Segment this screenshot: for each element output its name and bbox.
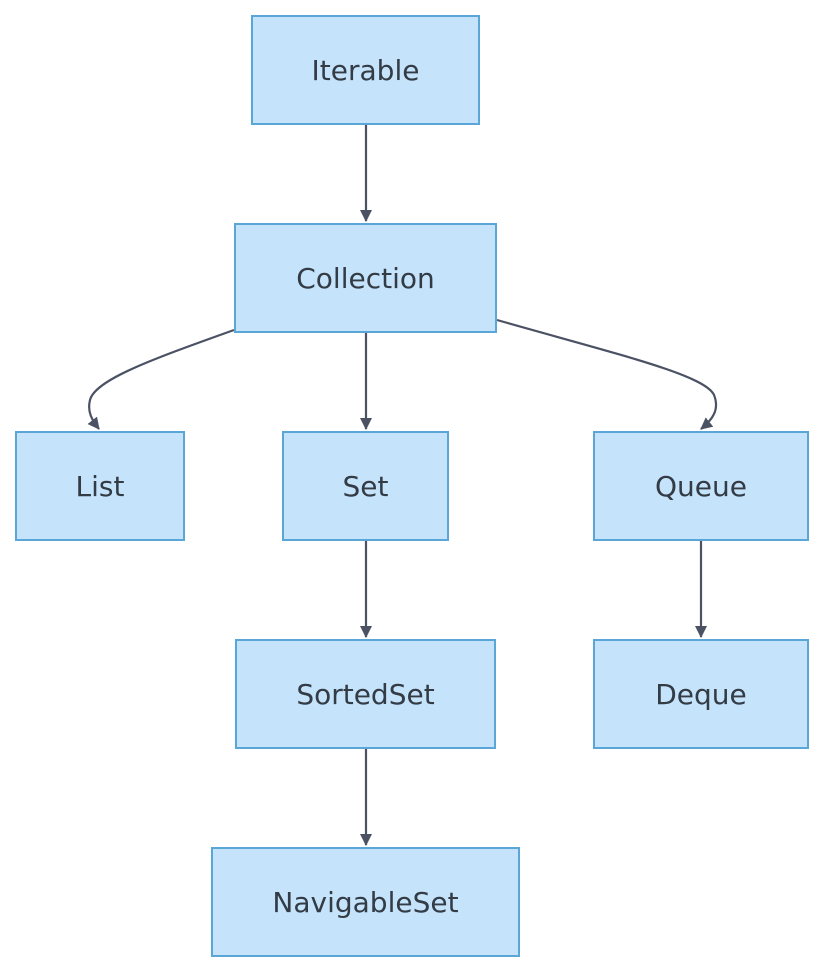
node-sortedset-label: SortedSet	[296, 677, 435, 711]
node-queue: Queue	[593, 431, 809, 541]
edge-collection-list	[87, 328, 235, 430]
node-list-label: List	[75, 469, 125, 503]
node-deque-label: Deque	[655, 677, 747, 711]
node-collection-label: Collection	[296, 261, 435, 295]
node-queue-label: Queue	[655, 469, 747, 503]
node-set-label: Set	[342, 469, 389, 503]
node-deque: Deque	[593, 639, 809, 749]
node-set: Set	[282, 431, 449, 541]
node-navigableset: NavigableSet	[211, 847, 520, 957]
node-list: List	[15, 431, 185, 541]
node-collection: Collection	[234, 223, 497, 333]
node-iterable: Iterable	[251, 15, 480, 125]
node-sortedset: SortedSet	[235, 639, 496, 749]
node-navigableset-label: NavigableSet	[272, 885, 459, 919]
node-iterable-label: Iterable	[311, 53, 420, 87]
edge-collection-queue	[496, 318, 718, 430]
